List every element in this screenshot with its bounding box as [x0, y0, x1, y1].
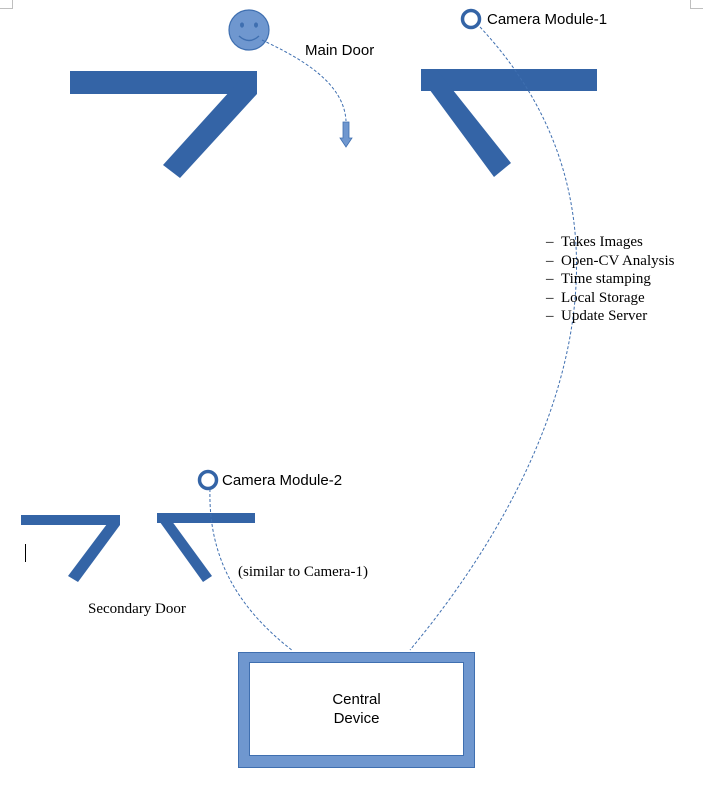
camera1-task-list: –Takes Images –Open-CV Analysis –Time st… — [546, 233, 674, 326]
secondary-door-left-leaf — [21, 515, 120, 525]
list-marker: – — [546, 308, 554, 325]
text-cursor — [25, 544, 26, 562]
page-corner-marks — [0, 0, 703, 9]
task-item: –Open-CV Analysis — [546, 252, 674, 271]
task-item: –Local Storage — [546, 289, 674, 308]
central-device-line-2: Device — [333, 710, 380, 727]
list-marker: – — [546, 234, 554, 250]
list-marker: – — [546, 252, 554, 269]
task-label: Takes Images — [561, 234, 643, 250]
secondary-door-right-swing — [157, 513, 212, 582]
task-label: Update Server — [561, 308, 648, 325]
camera-ring-icon — [460, 8, 482, 30]
camera2-to-central-connector — [209, 488, 294, 652]
secondary-door-label: Secondary Door — [88, 601, 186, 617]
list-marker: – — [546, 271, 554, 288]
camera-module-2-label: Camera Module-2 — [222, 472, 343, 489]
task-label: Local Storage — [561, 289, 645, 306]
main-door-right-leaf — [421, 69, 597, 91]
main-door-left-swing — [163, 80, 257, 178]
task-item: –Update Server — [546, 307, 674, 326]
camera-ring-icon-2 — [197, 469, 219, 491]
main-door-label: Main Door — [305, 42, 375, 59]
main-door-right-swing — [421, 70, 511, 177]
smiley-face-icon — [228, 9, 270, 51]
secondary-door-right-leaf — [157, 513, 255, 523]
camera1-to-central-connector — [409, 26, 577, 651]
central-device-label-area: Central Device — [249, 662, 464, 756]
list-marker: – — [546, 289, 554, 306]
task-label: Open-CV Analysis — [561, 252, 675, 269]
central-device-line-1: Central — [332, 691, 381, 708]
main-door-left-leaf — [70, 71, 257, 94]
task-item: –Time stamping — [546, 270, 674, 289]
similar-note: (similar to Camera-1) — [238, 564, 368, 580]
task-label: Time stamping — [561, 271, 651, 288]
task-item: –Takes Images — [546, 233, 674, 252]
camera-module-1-label: Camera Module-1 — [487, 11, 608, 28]
secondary-door-left-swing — [68, 520, 120, 582]
central-device-label: Central Device — [332, 690, 380, 728]
down-arrow-icon — [339, 121, 353, 148]
central-device-box: Central Device — [238, 652, 475, 768]
